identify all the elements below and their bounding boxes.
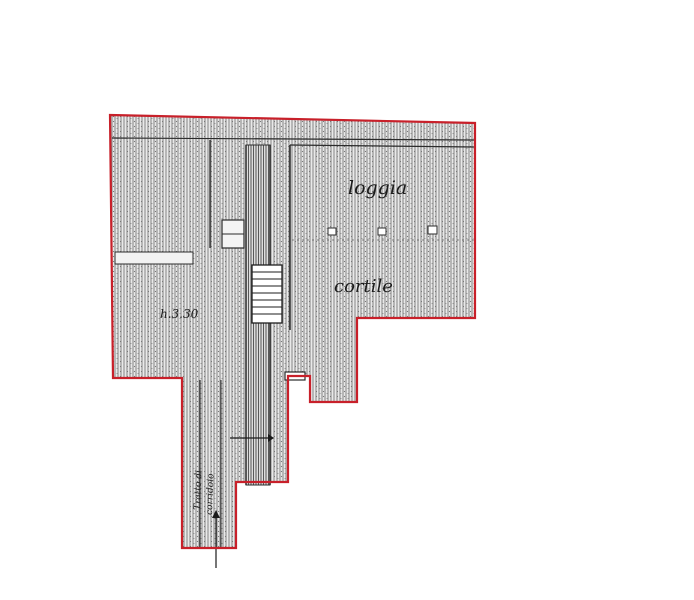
floor-area	[110, 115, 475, 548]
property-boundary	[108, 113, 477, 550]
label-corridor-line1: Tratto di	[193, 470, 204, 510]
label-cortile: cortile	[334, 276, 393, 297]
floor-stipple	[110, 115, 475, 548]
label-loggia: loggia	[348, 177, 407, 199]
arrow-corridor-right-head	[268, 434, 274, 442]
label-height: h.3.30	[160, 307, 199, 321]
entrance-arrows	[212, 434, 274, 568]
staircase	[251, 264, 283, 324]
window-2	[377, 227, 387, 236]
window-1	[327, 227, 337, 236]
label-corridor-line2: corridoio	[205, 473, 216, 515]
arrow-entry-head	[212, 510, 220, 518]
watermark: casa.it	[290, 419, 402, 460]
interior-walls	[111, 137, 475, 548]
beam	[114, 251, 194, 265]
window-3	[427, 225, 438, 235]
